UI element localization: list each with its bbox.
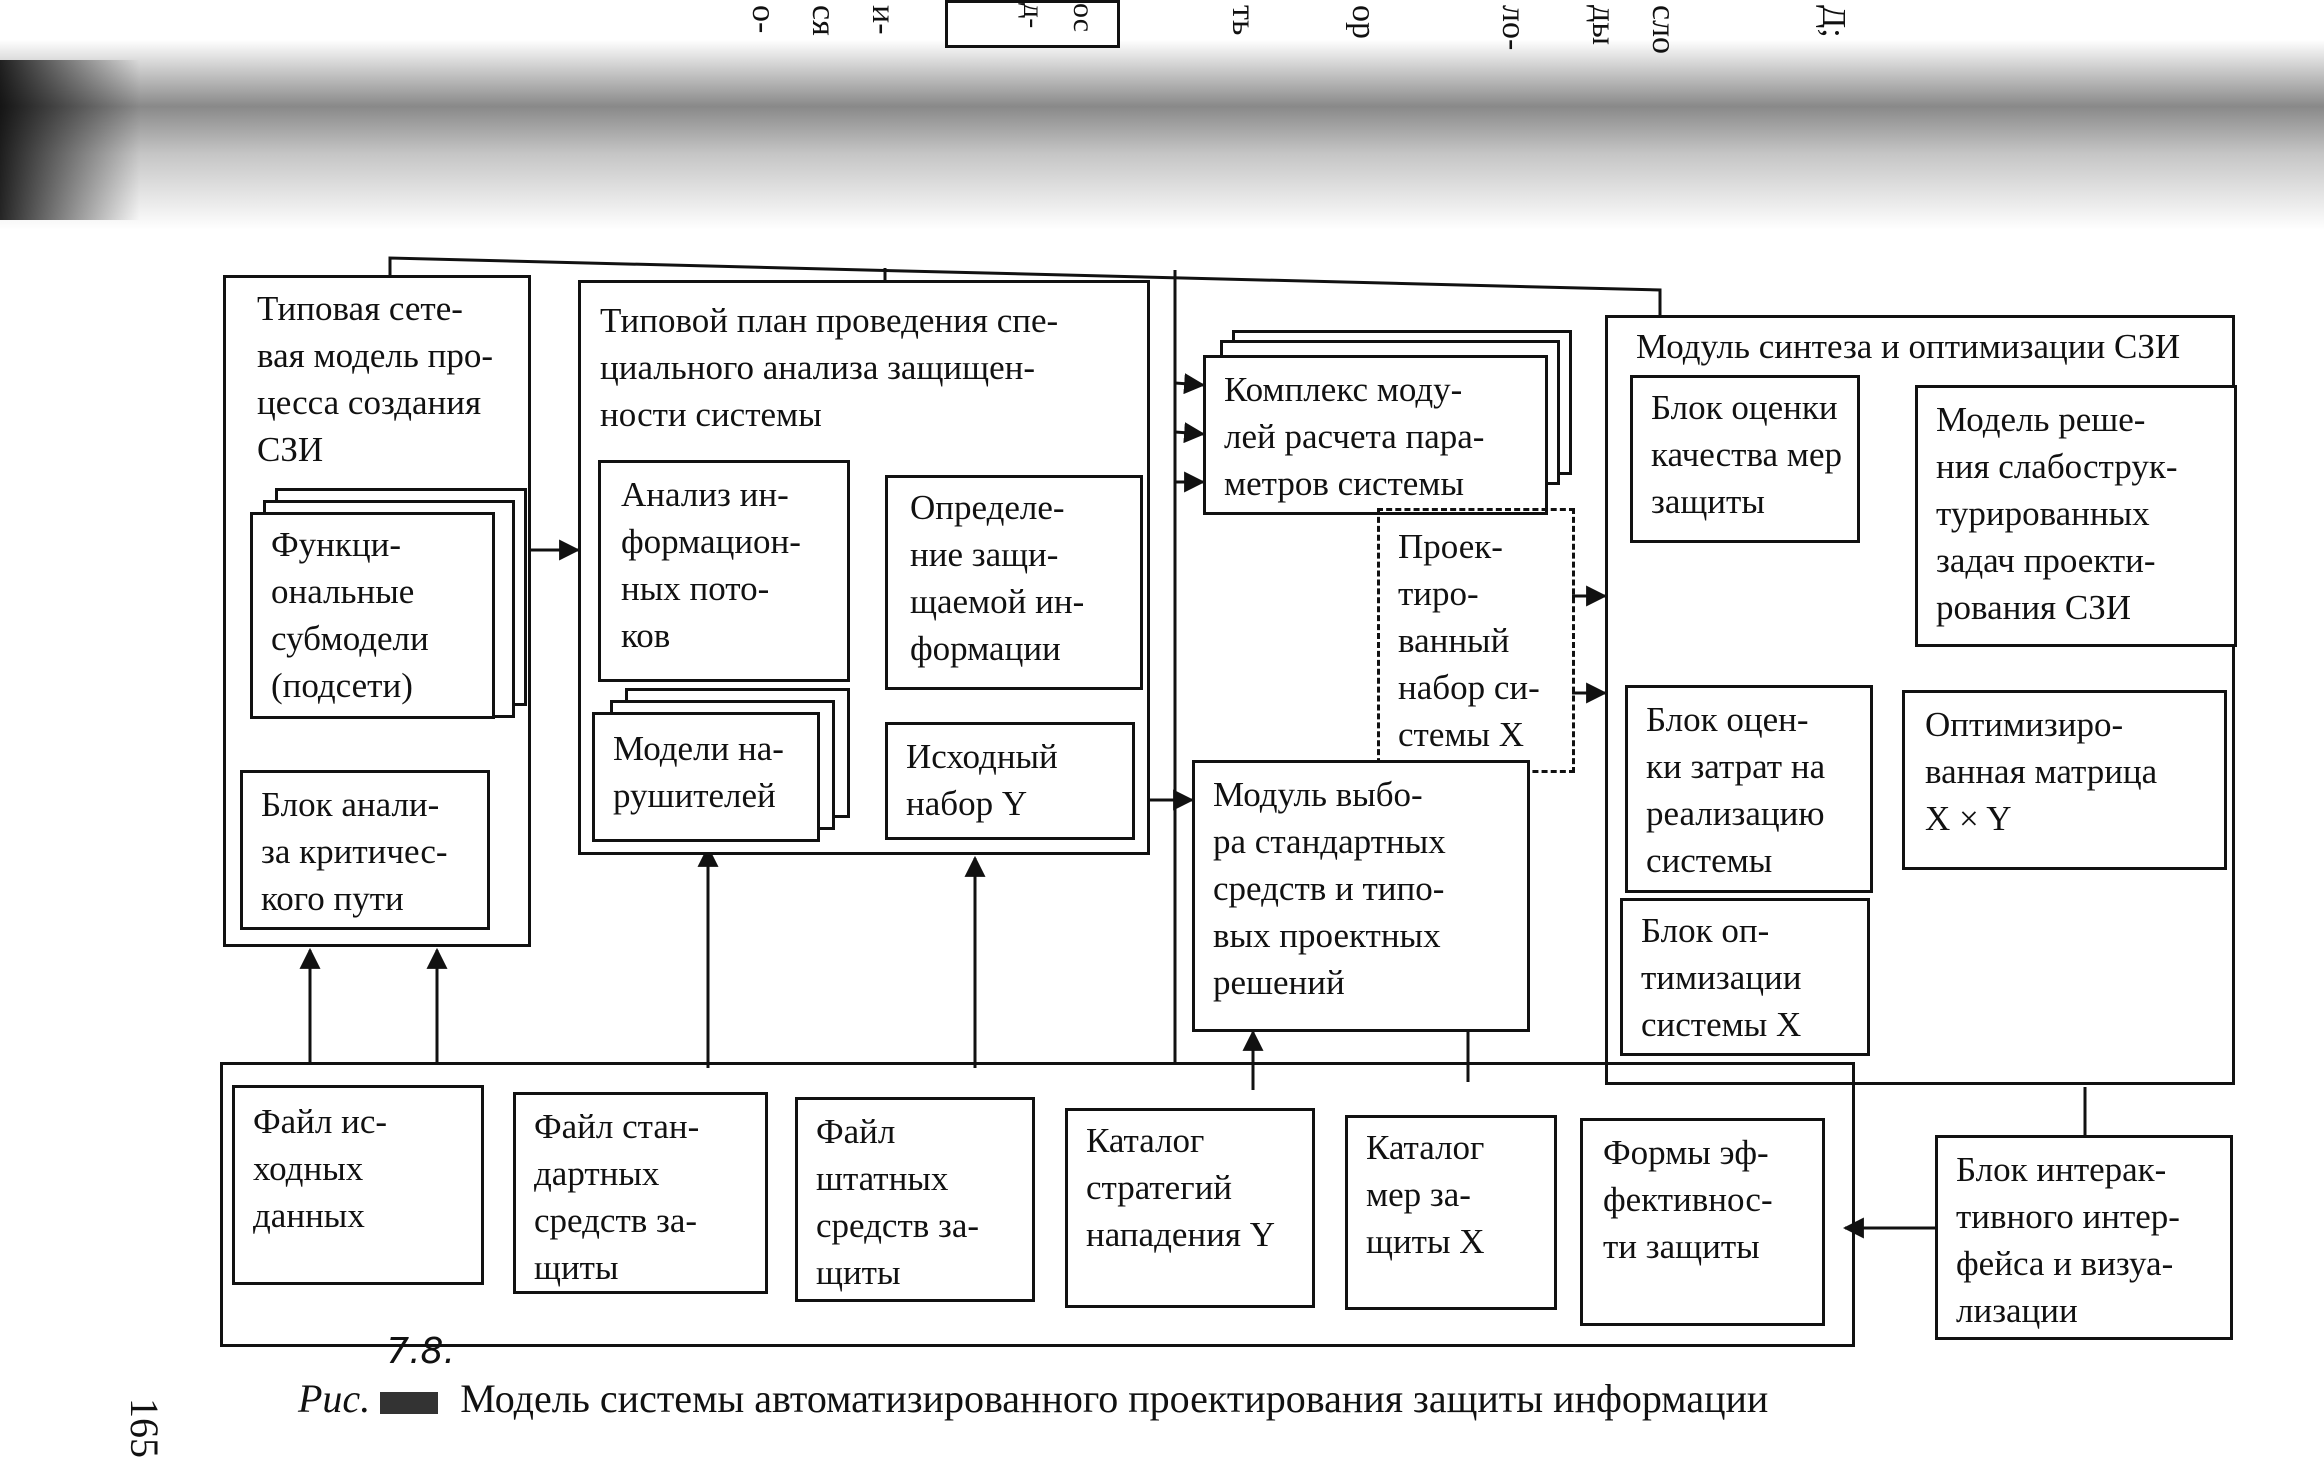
calc-modules-complex-box: Комплекс моду- лей расчета пара- метров … bbox=[1203, 355, 1548, 515]
weakly-structured-model-box: Модель реше- ния слабострук- турированны… bbox=[1915, 385, 2237, 647]
efficiency-forms-box: Формы эф- фективнос- ти защиты bbox=[1580, 1118, 1825, 1326]
intruder-models-label: Модели на- рушителей bbox=[613, 729, 784, 815]
fragment-box: ос д- bbox=[945, 0, 1120, 48]
critical-path-label: Блок анали- за критичес- кого пути bbox=[261, 785, 448, 918]
calc-modules-complex-label: Комплекс моду- лей расчета пара- метров … bbox=[1224, 370, 1485, 503]
file-staff-means-label: Файл штатных средств за- щиты bbox=[816, 1112, 980, 1292]
critical-path-block: Блок анали- за критичес- кого пути bbox=[240, 770, 490, 930]
catalog-attack-strategies-box: Каталог стратегий нападения Y bbox=[1065, 1108, 1315, 1308]
intruder-models-box: Модели на- рушителей bbox=[592, 712, 820, 842]
file-initial-data-label: Файл ис- ходных данных bbox=[253, 1102, 388, 1235]
file-standard-means-box: Файл стан- дартных средств за- щиты bbox=[513, 1092, 768, 1294]
weakly-structured-model-label: Модель реше- ния слабострук- турированны… bbox=[1936, 400, 2178, 627]
figure-caption: Рис. 7.8. Модель системы автоматизирован… bbox=[298, 1331, 1769, 1422]
designed-set-x-label: Проек- тиро- ванный набор си- стемы X bbox=[1398, 527, 1540, 754]
caption-text: Модель системы автоматизированного проек… bbox=[460, 1376, 1769, 1421]
page-fold-shadow bbox=[0, 40, 2324, 230]
system-optimization-block: Блок оп- тимизации системы X bbox=[1620, 898, 1870, 1056]
file-staff-means-box: Файл штатных средств за- щиты bbox=[795, 1097, 1035, 1302]
initial-set-y-label: Исходный набор Y bbox=[906, 737, 1058, 823]
quality-block: Блок оценки качества мер защиты bbox=[1630, 375, 1860, 543]
info-flow-analysis-box: Анализ ин- формацион- ных пото- ков bbox=[598, 460, 850, 682]
caption-number: 7.8. bbox=[386, 1331, 455, 1372]
crossed-out-number bbox=[380, 1391, 439, 1414]
optimized-matrix-box: Оптимизиро- ванная матрица X × Y bbox=[1902, 690, 2227, 870]
cost-block: Блок оцен- ки затрат на реализацию систе… bbox=[1625, 685, 1873, 893]
functional-submodels-box: Функци- ональные субмодели (подсети) bbox=[250, 512, 495, 719]
protected-info-box: Определе- ние защи- щаемой ин- формации bbox=[885, 475, 1143, 690]
designed-set-x-box: Проек- тиро- ванный набор си- стемы X bbox=[1377, 508, 1575, 773]
info-flow-analysis-label: Анализ ин- формацион- ных пото- ков bbox=[621, 475, 801, 655]
synthesis-module-label: Модуль синтеза и оптимизации СЗИ bbox=[1636, 327, 2181, 366]
file-initial-data-box: Файл ис- ходных данных bbox=[232, 1085, 484, 1285]
interactive-interface-label: Блок интерак- тивного интер- фейса и виз… bbox=[1956, 1150, 2180, 1330]
interactive-interface-block: Блок интерак- тивного интер- фейса и виз… bbox=[1935, 1135, 2233, 1340]
protected-info-label: Определе- ние защи- щаемой ин- формации bbox=[910, 488, 1085, 668]
initial-set-y-box: Исходный набор Y bbox=[885, 722, 1135, 840]
functional-submodels-label: Функци- ональные субмодели (подсети) bbox=[271, 525, 429, 705]
efficiency-forms-label: Формы эф- фективнос- ти защиты bbox=[1603, 1133, 1773, 1266]
typical-network-model-label: Типовая сете- вая модель про- цесса созд… bbox=[257, 289, 493, 469]
optimized-matrix-label: Оптимизиро- ванная матрица X × Y bbox=[1925, 705, 2158, 838]
caption-prefix: Рис. bbox=[298, 1376, 371, 1421]
catalog-protection-measures-box: Каталог мер за- щиты X bbox=[1345, 1115, 1557, 1310]
file-standard-means-label: Файл стан- дартных средств за- щиты bbox=[534, 1107, 700, 1287]
catalog-protection-measures-label: Каталог мер за- щиты X bbox=[1366, 1128, 1485, 1261]
standard-means-module-label: Модуль выбо- ра стандартных средств и ти… bbox=[1213, 775, 1446, 1002]
standard-means-module-box: Модуль выбо- ра стандартных средств и ти… bbox=[1192, 760, 1530, 1032]
storage-outer-frame bbox=[220, 1062, 1855, 1347]
catalog-attack-strategies-label: Каталог стратегий нападения Y bbox=[1086, 1121, 1275, 1254]
typical-plan-label: Типовой план проведения спе- циального а… bbox=[600, 301, 1059, 434]
page-number: 165 bbox=[122, 1398, 167, 1458]
caption-number-area: 7.8. bbox=[380, 1331, 455, 1422]
cost-block-label: Блок оцен- ки затрат на реализацию систе… bbox=[1646, 700, 1826, 880]
page-edge-shadow bbox=[0, 60, 140, 220]
quality-block-label: Блок оценки качества мер защиты bbox=[1651, 388, 1842, 521]
system-optimization-label: Блок оп- тимизации системы X bbox=[1641, 911, 1802, 1044]
